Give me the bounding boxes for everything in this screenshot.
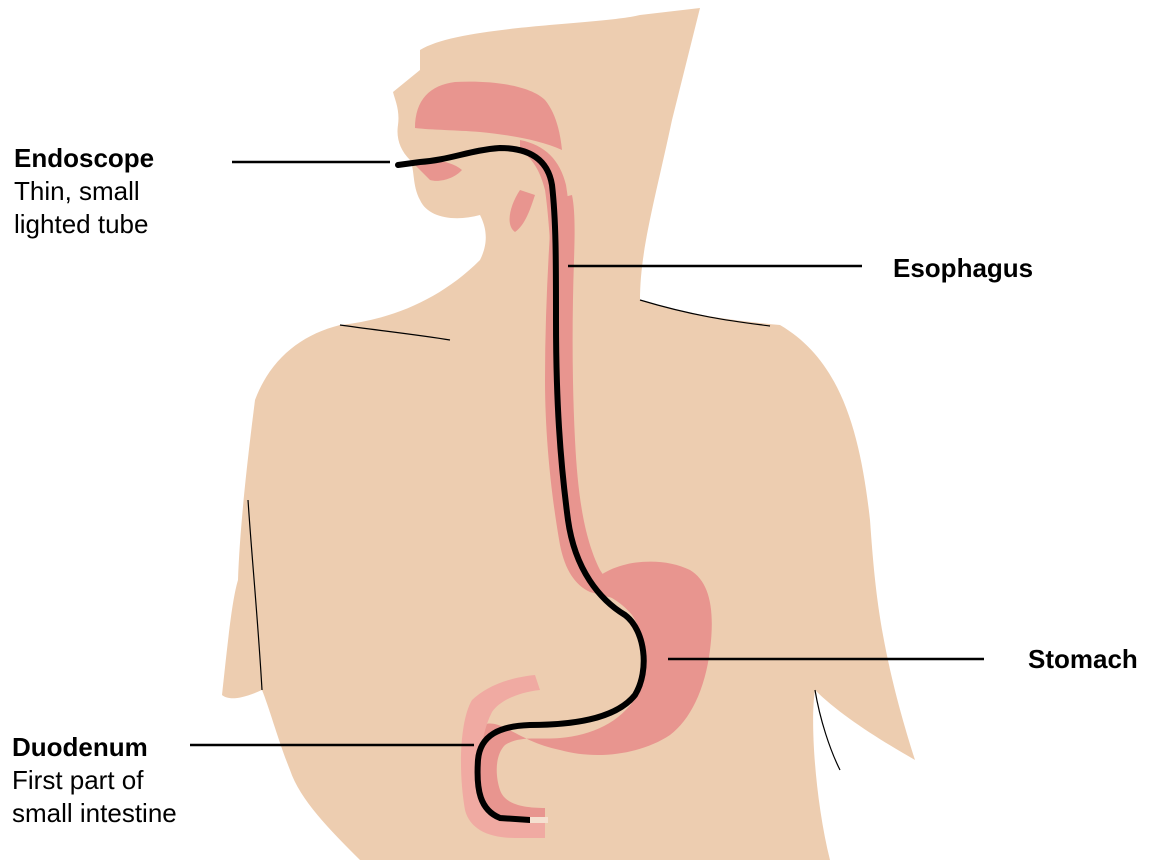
duodenum-label-line2: small intestine [12,797,177,830]
duodenum-label: Duodenum First part of small intestine [12,731,177,830]
esophagus-label: Esophagus [893,252,1033,285]
esophagus-label-name: Esophagus [893,252,1033,285]
duodenum-label-name: Duodenum [12,731,177,764]
endoscope-label-line1: Thin, small [14,175,154,208]
endoscope-label: Endoscope Thin, small lighted tube [14,142,154,241]
duodenum-label-line1: First part of [12,764,177,797]
endoscope-label-name: Endoscope [14,142,154,175]
stomach-label-name: Stomach [1028,643,1138,676]
endoscope-label-line2: lighted tube [14,208,154,241]
stomach-label: Stomach [1028,643,1138,676]
